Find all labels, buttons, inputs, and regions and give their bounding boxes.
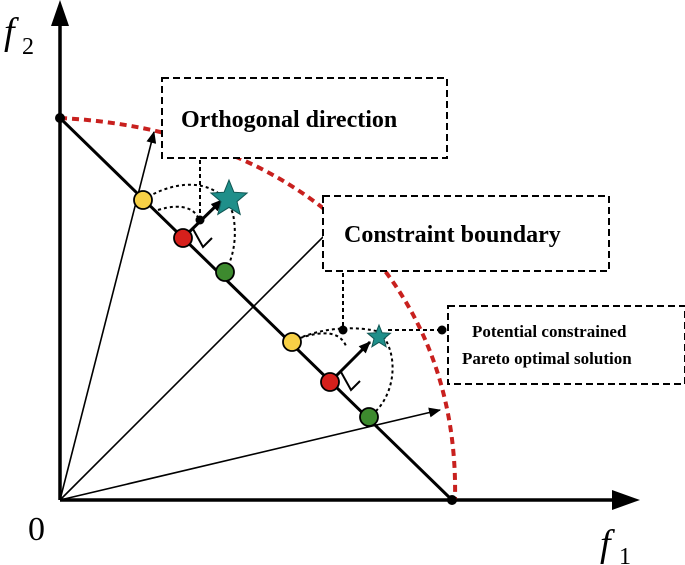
constraint-boundary-box xyxy=(322,195,610,272)
pareto-solution-label-line2: Pareto optimal solution xyxy=(462,349,632,368)
constraint-boundary-label: Constraint boundary xyxy=(344,222,561,248)
upper-star-icon xyxy=(209,178,249,216)
lower-right-angle-icon xyxy=(340,371,361,392)
orthogonal-direction-label: Orthogonal direction xyxy=(181,107,397,133)
diagonal-line xyxy=(58,116,454,502)
x-axis-arrow-icon xyxy=(612,490,640,510)
reference-vector-1 xyxy=(59,131,157,501)
pareto-solution-label-line1: Potential constrained xyxy=(472,322,627,341)
upper-yellow-point xyxy=(133,190,153,210)
upper-red-point xyxy=(173,228,193,248)
pareto-solution-box xyxy=(447,305,685,385)
y-axis-arrow-icon xyxy=(51,0,69,26)
origin-label: 0 xyxy=(28,511,45,548)
y-axis-subscript: 2 xyxy=(22,34,34,60)
reference-vector-3 xyxy=(59,407,441,501)
lower-green-point xyxy=(359,407,379,427)
lower-inner-dotted-arc xyxy=(299,332,347,347)
x-axis-subscript: 1 xyxy=(619,544,631,565)
constraint-leader-dot xyxy=(338,325,348,335)
reference-vector-2 xyxy=(59,225,335,501)
y-axis-label: f xyxy=(4,11,19,53)
upper-right-angle-icon xyxy=(192,228,213,249)
lower-red-point xyxy=(320,372,340,392)
pareto-leader-dot xyxy=(437,325,447,335)
x-axis-label: f xyxy=(600,523,615,565)
lower-star-icon xyxy=(366,323,392,348)
lower-yellow-point xyxy=(282,332,302,352)
orthogonal-direction-box xyxy=(161,77,448,159)
upper-green-point xyxy=(215,262,235,282)
